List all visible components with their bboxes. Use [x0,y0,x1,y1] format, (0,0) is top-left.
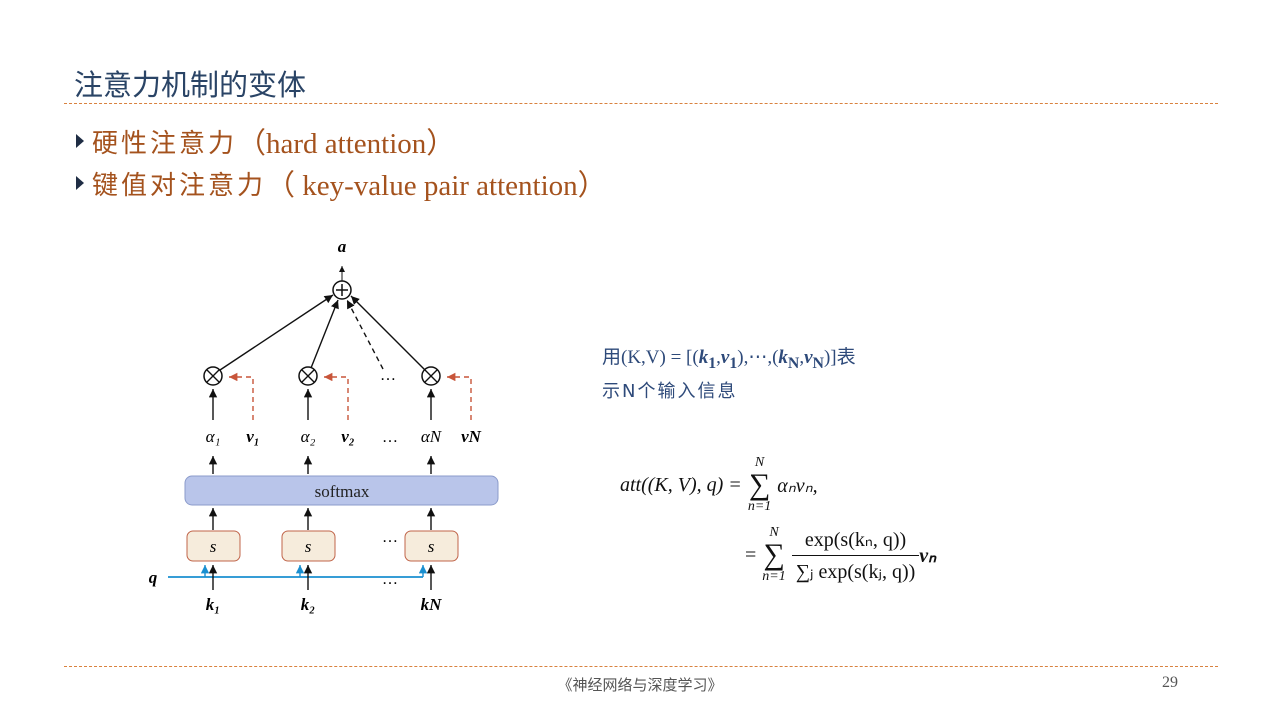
denominator: ∑ⱼ exp(s(kⱼ, q)) [791,554,920,584]
multiply-node-icon [421,366,441,386]
score-box [281,530,336,562]
sum-upper: N [754,455,765,470]
formula-term1: αₙvₙ, [777,474,818,497]
desc-text: , [716,347,721,368]
value-label: v₁ [246,427,259,446]
sum-lower: n=1 [762,569,786,584]
bullet-triangle-icon [76,176,84,190]
key-label: k₁ [206,595,220,614]
description-line-2: 示N个输入信息 [602,380,738,402]
value-arrow [447,372,472,420]
sum-lower: n=1 [747,499,772,514]
score-box [404,530,459,562]
alpha-label: α₁ [206,427,221,446]
softmax-label: softmax [315,482,370,501]
footer-divider [64,666,1218,667]
score-label: s [428,537,435,556]
score-boxes: s s s … [186,508,459,562]
output-label: a [338,237,347,256]
softmax-box [184,475,499,506]
desc-vN: v [804,347,813,368]
edge-1-to-sum [219,294,334,371]
multiply-node-icon [203,366,223,386]
desc-text: , [799,347,805,368]
attention-formula: att((K, V), q) = N∑n=1 αₙvₙ, = N∑n=1 exp… [620,455,936,595]
key-value-description: 用(K,V) = [(k1,v1),⋯,(kN,vN)]表 示N个输入信息 [602,344,856,406]
title-divider [64,103,1218,104]
desc-sub: 1 [729,354,738,372]
ellipsis: … [380,367,396,384]
value-label: v₂ [341,427,355,446]
key-arrows [208,565,436,590]
bullet-hard-attention: 硬性注意力 （hard attention） [76,120,455,162]
desc-sub: 1 [708,354,717,372]
desc-kN: k [778,347,788,368]
sum-node-icon [332,280,352,300]
score-label: s [210,537,217,556]
bullet-en: （hard attention） [237,128,456,160]
value-arrow [324,372,349,420]
sum-upper: N [769,525,779,540]
numerator: exp(s(kₙ, q)) [804,528,907,551]
edge-2-to-sum [310,299,339,369]
desc-text: )]表 [823,347,856,368]
edge-N-to-sum [350,295,426,371]
bullet-key-value-attention: 键值对注意力 （ key-value pair attention） [76,162,607,204]
formula-equals: = [745,543,757,566]
desc-v1: v [720,347,730,368]
desc-text: 用(K,V) = [( [602,347,699,368]
column-N: αN vN [421,366,482,474]
multiply-node-icon [298,366,318,386]
bullet-triangle-icon [76,134,84,148]
bullet-zh: 硬性注意力 [92,128,238,159]
desc-k1: k [698,347,709,368]
sum-symbol: N∑n=1 [747,455,772,514]
column-1: α₁ v₁ [203,366,260,474]
key-label: kN [421,595,443,614]
query-label: q [149,568,158,587]
sum-symbol: N∑n=1 [762,525,786,584]
ellipsis: … [382,429,398,446]
ellipsis: … [382,571,398,588]
desc-text: ),⋯,( [737,347,779,368]
score-label: s [305,537,312,556]
desc-sub: N [812,354,824,372]
description-line-1: 用(K,V) = [(k1,v1),⋯,(kN,vN)]表 [602,344,856,378]
value-label: vN [461,427,482,446]
value-arrow [229,372,254,420]
ellipsis: … [382,529,398,546]
key-label: k₂ [301,595,316,614]
alpha-label: α₂ [301,427,316,446]
footer-book-title: 《神经网络与深度学习》 [557,676,723,694]
edge-ellipsis-to-sum [346,299,384,370]
bullet-zh: 键值对注意力 [92,170,267,201]
slide-title: 注意力机制的变体 [74,68,307,102]
formula-lhs: att((K, V), q) = [620,473,742,496]
desc-sub: N [787,354,800,372]
page-number: 29 [1162,674,1178,691]
fraction: exp(s(kₙ, q)) ∑ⱼ exp(s(kⱼ, q)) [791,527,920,584]
formula-term2: vₙ [919,544,937,567]
column-2: α₂ v₂ [298,366,355,474]
query-line [168,565,428,578]
alpha-label: αN [421,427,443,446]
bullet-en: （ key-value pair attention） [266,170,607,202]
score-box [186,530,241,562]
